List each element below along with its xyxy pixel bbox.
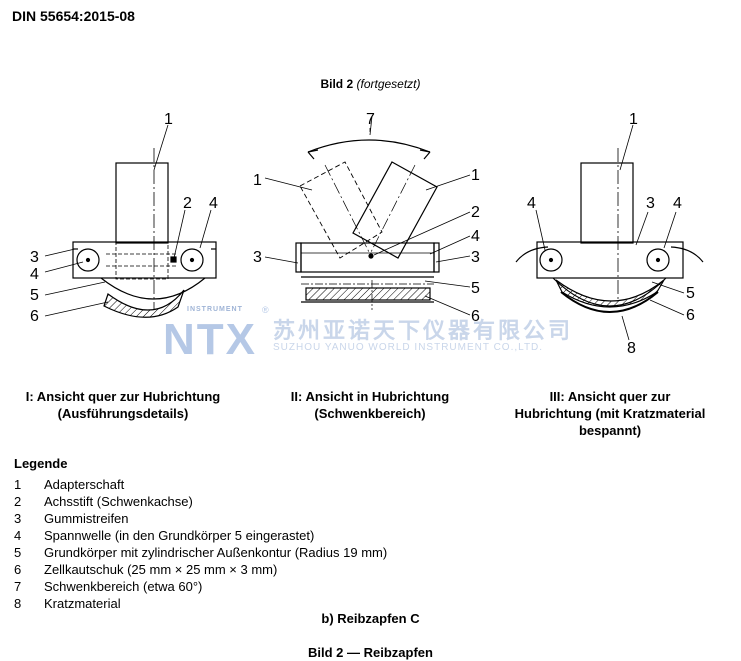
view-1-caption: I: Ansicht quer zur Hubrichtung (Ausführ… — [8, 388, 238, 422]
v2-callout: 7 — [366, 111, 375, 128]
v3-callout: 4 — [527, 195, 536, 212]
legend-num: 7 — [14, 579, 22, 594]
v2-callout: 3 — [471, 249, 480, 266]
v2-cell-rubber — [305, 287, 431, 301]
figure-caption: Bild 2 — Reibzapfen — [308, 645, 433, 660]
v2-callout: 2 — [471, 204, 480, 221]
legend-item: 7 Schwenkbereich (etwa 60°) — [14, 578, 387, 595]
v2-callout: 1 — [253, 172, 262, 189]
v1-base-contour — [100, 277, 206, 300]
legend-num: 4 — [14, 528, 22, 543]
v3-callout: 1 — [629, 111, 638, 128]
v1-cell-rubber — [103, 289, 185, 318]
legend-item: 1 Adapterschaft — [14, 476, 387, 493]
figure-title-label: Bild 2 — [320, 77, 354, 91]
legend-text: Gummistreifen — [44, 511, 129, 526]
legend-num: 2 — [14, 494, 22, 509]
v3-base-body — [536, 241, 684, 279]
view-3-caption-line: Hubrichtung (mit Kratzmaterial — [514, 406, 706, 421]
legend-num: 6 — [14, 562, 22, 577]
watermark-company-cn: 苏州亚诺天下仪器有限公司 — [273, 318, 574, 343]
legend-list: 1 Adapterschaft 2 Achsstift (Schwenkachse)… — [14, 476, 387, 612]
watermark-logo: NTX ® — [163, 305, 269, 364]
v1-callout: 2 — [183, 195, 192, 212]
v1-callout: 4 — [30, 266, 39, 283]
legend-text: Kratzmaterial — [44, 596, 121, 611]
v1-adapter-shaft — [115, 162, 169, 244]
v2-callout: 4 — [471, 228, 480, 245]
v2-callout: 6 — [471, 308, 480, 325]
v1-callout: 5 — [30, 287, 39, 304]
v1-callout: 3 — [30, 249, 39, 266]
v2-base-body — [300, 242, 435, 273]
v1-callout: 4 — [209, 195, 218, 212]
view-3-caption-line: bespannt) — [578, 423, 642, 438]
legend-item: 3 Gummistreifen — [14, 510, 387, 527]
view-3-drawing — [515, 124, 704, 341]
v1-callout: 6 — [30, 308, 39, 325]
view-3-caption-line: III: Ansicht quer zur — [549, 389, 671, 404]
view-2-callouts: 7 1 1 2 4 3 3 5 6 — [253, 111, 480, 325]
legend-num: 3 — [14, 511, 22, 526]
document-id: DIN 55654:2015-08 — [12, 8, 135, 24]
watermark-registered: ® — [262, 305, 269, 315]
view-2-caption: II: Ansicht in Hubrichtung (Schwenkberei… — [262, 388, 478, 422]
v2-swivel-arc — [307, 139, 431, 153]
v1-base-body — [72, 241, 217, 279]
watermark-company-en: SUZHOU YANUO WORLD INSTRUMENT CO.,LTD. — [273, 342, 544, 353]
v3-callout: 8 — [627, 340, 636, 357]
legend-text: Schwenkbereich (etwa 60°) — [44, 579, 203, 594]
view-1-caption-line: I: Ansicht quer zur Hubrichtung — [25, 389, 221, 404]
legend-text: Grundkörper mit zylindrischer Außenkontu… — [44, 545, 388, 560]
legend-num: 5 — [14, 545, 22, 560]
v3-callout: 3 — [646, 195, 655, 212]
view-2-caption-line: (Schwenkbereich) — [314, 406, 426, 421]
v2-shaft-dashed — [299, 161, 383, 259]
v3-shaft-right — [646, 248, 670, 272]
legend-num: 8 — [14, 596, 22, 611]
v1-callout: 1 — [164, 111, 173, 128]
v3-cell-rubber — [555, 279, 665, 308]
figure-title-note: (fortgesetzt) — [356, 77, 421, 91]
legend-num: 1 — [14, 477, 22, 492]
view-2-drawing — [264, 115, 471, 316]
v2-callout: 5 — [471, 280, 480, 297]
view-3-callouts: 1 3 4 4 5 6 8 — [527, 111, 695, 357]
v2-callout: 3 — [253, 249, 262, 266]
v1-shaft-left — [76, 248, 100, 272]
legend-item: 8 Kratzmaterial — [14, 595, 387, 612]
watermark-instrument: INSTRUMENT — [187, 306, 243, 313]
v3-callout: 6 — [686, 307, 695, 324]
view-1-caption-line: (Ausführungsdetails) — [57, 406, 189, 421]
legend-item: 4 Spannwelle (in den Grundkörper 5 einger… — [14, 527, 387, 544]
legend-item: 6 Zellkautschuk (25 mm × 25 mm × 3 mm) — [14, 561, 387, 578]
v3-shaft-left — [539, 248, 563, 272]
legend-text: Zellkautschuk (25 mm × 25 mm × 3 mm) — [44, 562, 278, 577]
v3-adapter-shaft — [580, 162, 634, 244]
view-2-caption-line: II: Ansicht in Hubrichtung — [290, 389, 450, 404]
view-1-callouts: 1 2 3 4 4 5 6 — [30, 111, 218, 325]
legend-item: 2 Achsstift (Schwenkachse) — [14, 493, 387, 510]
legend-item: 5 Grundkörper mit zylindrischer Außenkont… — [14, 544, 387, 561]
view-3-caption: III: Ansicht quer zur Hubrichtung (mit K… — [490, 388, 730, 439]
v3-callout: 5 — [686, 285, 695, 302]
v3-callout: 4 — [673, 195, 682, 212]
v2-callout: 1 — [471, 167, 480, 184]
v1-shaft-right — [180, 248, 204, 272]
subfigure-caption: b) Reibzapfen C — [321, 611, 420, 626]
figure-title: Bild 2 (fortgesetzt) — [0, 77, 741, 91]
v2-shaft-solid — [352, 161, 438, 259]
view-1-drawing — [44, 124, 217, 318]
legend-title: Legende — [14, 456, 68, 471]
legend-text: Achsstift (Schwenkachse) — [44, 494, 193, 509]
legend-text: Adapterschaft — [44, 477, 125, 492]
legend-text: Spannwelle (in den Grundkörper 5 eingera… — [44, 528, 315, 543]
watermark-logo-text: NTX — [163, 315, 257, 364]
